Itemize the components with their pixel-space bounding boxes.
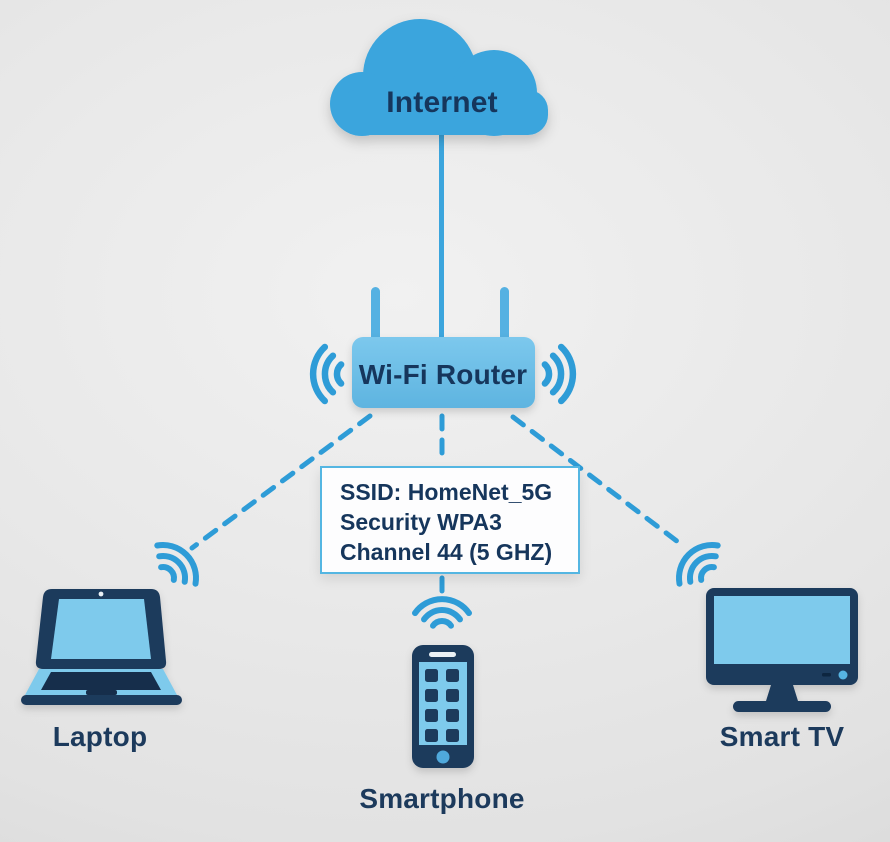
laptop-bottom-edge xyxy=(21,695,182,705)
laptop-webcam-icon xyxy=(98,591,104,597)
router-laptop-link xyxy=(189,413,373,551)
laptop-touchpad xyxy=(86,690,117,695)
smart-tv-icon xyxy=(706,588,858,712)
smart-tv-label: Smart TV xyxy=(719,721,845,752)
smartphone-label: Smartphone xyxy=(359,783,525,814)
router-smarttv-link xyxy=(510,414,685,548)
smartphone-icon xyxy=(412,645,474,768)
tv-screen xyxy=(714,596,850,664)
tv-stand-base xyxy=(733,701,831,712)
internet-router-link xyxy=(439,130,444,345)
tv-stand-neck xyxy=(766,685,798,701)
smartphone-app-grid xyxy=(425,669,459,742)
connection-dashed-lines xyxy=(189,413,685,597)
router-signal-waves-right-icon xyxy=(541,343,577,405)
network-ssid: SSID: HomeNet_5G xyxy=(340,479,553,505)
smartphone-speaker xyxy=(429,652,456,657)
router-body xyxy=(352,337,535,408)
network-info-box: SSID: HomeNet_5G Security WPA3 Channel 4… xyxy=(320,466,580,574)
network-channel: Channel 44 (5 GHZ) xyxy=(340,539,553,565)
laptop-keyboard xyxy=(41,672,161,690)
smart-tv-wifi-icon xyxy=(676,542,721,587)
smartphone-home-button xyxy=(436,750,450,764)
router-antenna-left xyxy=(371,287,380,345)
internet-label: Internet xyxy=(386,86,498,119)
wifi-router-icon xyxy=(352,287,535,408)
smartphone-wifi-icon xyxy=(412,596,472,629)
internet-cloud-icon xyxy=(330,19,548,136)
router-antenna-right xyxy=(500,287,509,345)
router-label: Wi-Fi Router xyxy=(358,359,528,390)
router-signal-waves-left-icon xyxy=(309,343,345,405)
laptop-wifi-icon xyxy=(154,542,199,587)
network-security: Security WPA3 xyxy=(340,509,502,535)
laptop-icon xyxy=(21,589,182,705)
laptop-screen xyxy=(51,599,151,659)
tv-ir-sensor xyxy=(822,673,831,677)
tv-power-led xyxy=(838,670,848,680)
laptop-label: Laptop xyxy=(52,721,148,752)
